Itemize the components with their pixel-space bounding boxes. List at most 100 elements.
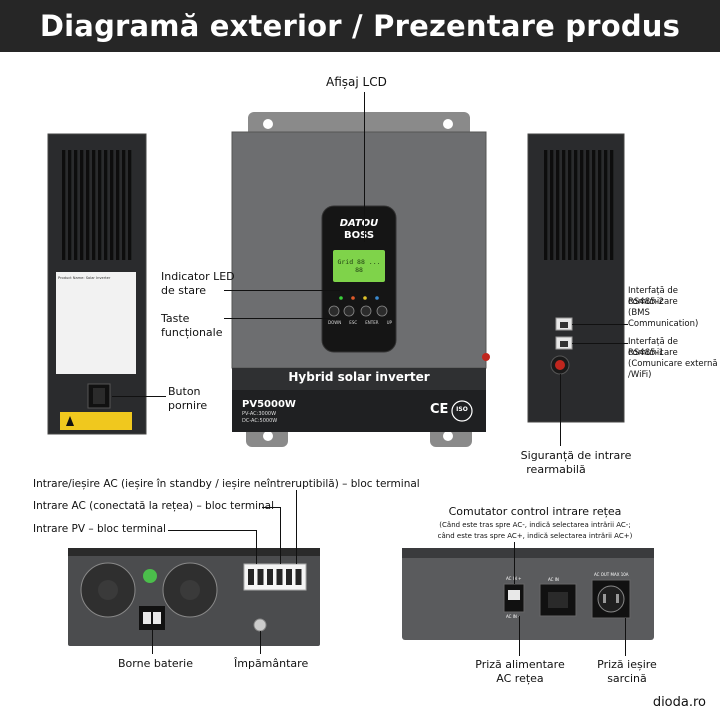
model-number: PV5000W (242, 399, 296, 410)
lcd-display-label: Afișaj LCD (326, 75, 387, 89)
page-title: Diagramă exterior / Prezentare produs (0, 0, 720, 52)
switch-bottom-tag: AC IN - (506, 614, 520, 619)
fuse-label-2: rearmabilă (526, 463, 586, 476)
ac-in-terminal-label: Intrare AC (conectată la rețea) – bloc t… (33, 500, 275, 512)
pv-terminal-label: Intrare PV – bloc terminal (33, 523, 166, 535)
brand-logo-line2: BOSS (343, 230, 375, 241)
vent-slot (128, 150, 132, 260)
ac-io-leader-v (296, 490, 297, 564)
power-button-label-1: Buton (168, 385, 201, 398)
spec-dc-ac: DC-AC:5000W (242, 418, 278, 424)
vent-slot (86, 150, 90, 260)
vent-slot (62, 150, 66, 260)
vent-slot (556, 150, 560, 260)
switch-title: Comutator control intrare rețea (448, 505, 622, 518)
lcd-leader-line (364, 92, 365, 242)
battery-leader (152, 630, 153, 654)
power-button-label-2: pornire (168, 399, 208, 412)
rs485-1-label-2: RS485-1 (628, 348, 665, 358)
terminal-screw (257, 569, 264, 585)
ac-io-terminal-label: Intrare/ieșire AC (ieșire în standby / i… (33, 478, 420, 490)
function-keys-label-1: Taste (161, 312, 190, 325)
vent-slot (122, 150, 126, 260)
ac-socket-leader (519, 616, 520, 656)
socket-tag: AC IN (548, 577, 559, 582)
vent-slot (586, 150, 590, 260)
switch-desc-2: când este tras spre AC+, indică selectar… (437, 532, 633, 540)
ce-mark: CE (430, 402, 449, 417)
vent-slot (598, 150, 602, 260)
vent-slot (550, 150, 554, 260)
ac-in-leader-h (262, 507, 280, 508)
vent-slot (580, 150, 584, 260)
vent-slot (80, 150, 84, 260)
rs485-1-label-3: (Comunicare externă (628, 359, 718, 369)
terminal-screw (286, 569, 292, 585)
pv-leader-h (168, 530, 256, 531)
out-socket-label-2: sarcină (607, 672, 647, 685)
brand-logo-line1: DATOU (339, 218, 379, 229)
vent-slot (68, 150, 72, 260)
lcd-buttons-row: DOWN ESC ENTER UP (324, 320, 396, 325)
rs485-1-leader (572, 343, 628, 344)
vent-slot (568, 150, 572, 260)
terminal-screw (276, 569, 283, 585)
terminal-screw (248, 569, 254, 585)
vent-slot (604, 150, 608, 260)
battery-terminals-label: Borne baterie (118, 657, 193, 670)
vent-slot (610, 150, 614, 260)
terminal-screw (295, 569, 302, 585)
function-keys-label-2: funcționale (161, 326, 223, 339)
led-indicator-label-2: de stare (161, 284, 207, 297)
vent-slot (104, 150, 108, 260)
footer-brand: dioda.ro (652, 695, 706, 710)
led-indicator-label-1: Indicator LED (161, 270, 235, 283)
vent-slot (562, 150, 566, 260)
pv-leader-v (256, 530, 257, 564)
terminal-screw (267, 569, 273, 585)
button-enter-label: ENTER (365, 320, 379, 325)
keys-leader-line (224, 318, 330, 319)
sticker-title: Product Name: Solar Inverter (58, 276, 111, 280)
rs485-1-label-4: /WiFi) (628, 370, 652, 380)
switch-leader (514, 542, 515, 584)
vent-slot (574, 150, 578, 260)
rs485-1-label-1: Interfață de comunicare (628, 337, 679, 358)
out-socket-leader (625, 618, 626, 656)
out-socket-label-1: Priză ieșire (597, 658, 657, 671)
vent-slot (544, 150, 548, 260)
power-button-leader (112, 396, 166, 397)
vent-slot (116, 150, 120, 260)
button-esc-label: ESC (349, 320, 358, 325)
fuse-label-1: Siguranță de intrare (520, 449, 632, 462)
switch-desc-1: (Când este tras spre AC-, indică selecta… (439, 521, 631, 529)
ground-label: Împământare (234, 657, 309, 670)
ac-socket-label-1: Priză alimentare (475, 658, 565, 671)
rs485-2-label-2: RS485-2 (628, 297, 665, 307)
vent-slot (592, 150, 596, 260)
button-down-label: DOWN (328, 320, 342, 325)
fuse-leader (560, 374, 561, 446)
button-up-label: UP (386, 320, 392, 325)
ac-socket-label-2: AC rețea (496, 672, 544, 685)
ac-in-leader-v (280, 507, 281, 564)
product-name: Hybrid solar inverter (288, 370, 430, 384)
rs485-2-label-1: Interfață de comunicare (628, 286, 679, 307)
vent-slot (92, 150, 96, 260)
spec-pv-ac: PV-AC:3000W (242, 411, 277, 417)
rs485-2-leader (572, 324, 628, 325)
ground-leader (260, 631, 261, 654)
out-socket-tag: AC OUT MAX 10A (594, 572, 629, 577)
iso-mark: ISO (456, 406, 468, 413)
vent-slot (74, 150, 78, 260)
rs485-2-label-3: (BMS Communication) (628, 308, 699, 329)
vent-slot (98, 150, 102, 260)
vent-slot (110, 150, 114, 260)
led-leader-line (224, 290, 340, 291)
switch-top-tag: AC IN + (506, 576, 522, 581)
